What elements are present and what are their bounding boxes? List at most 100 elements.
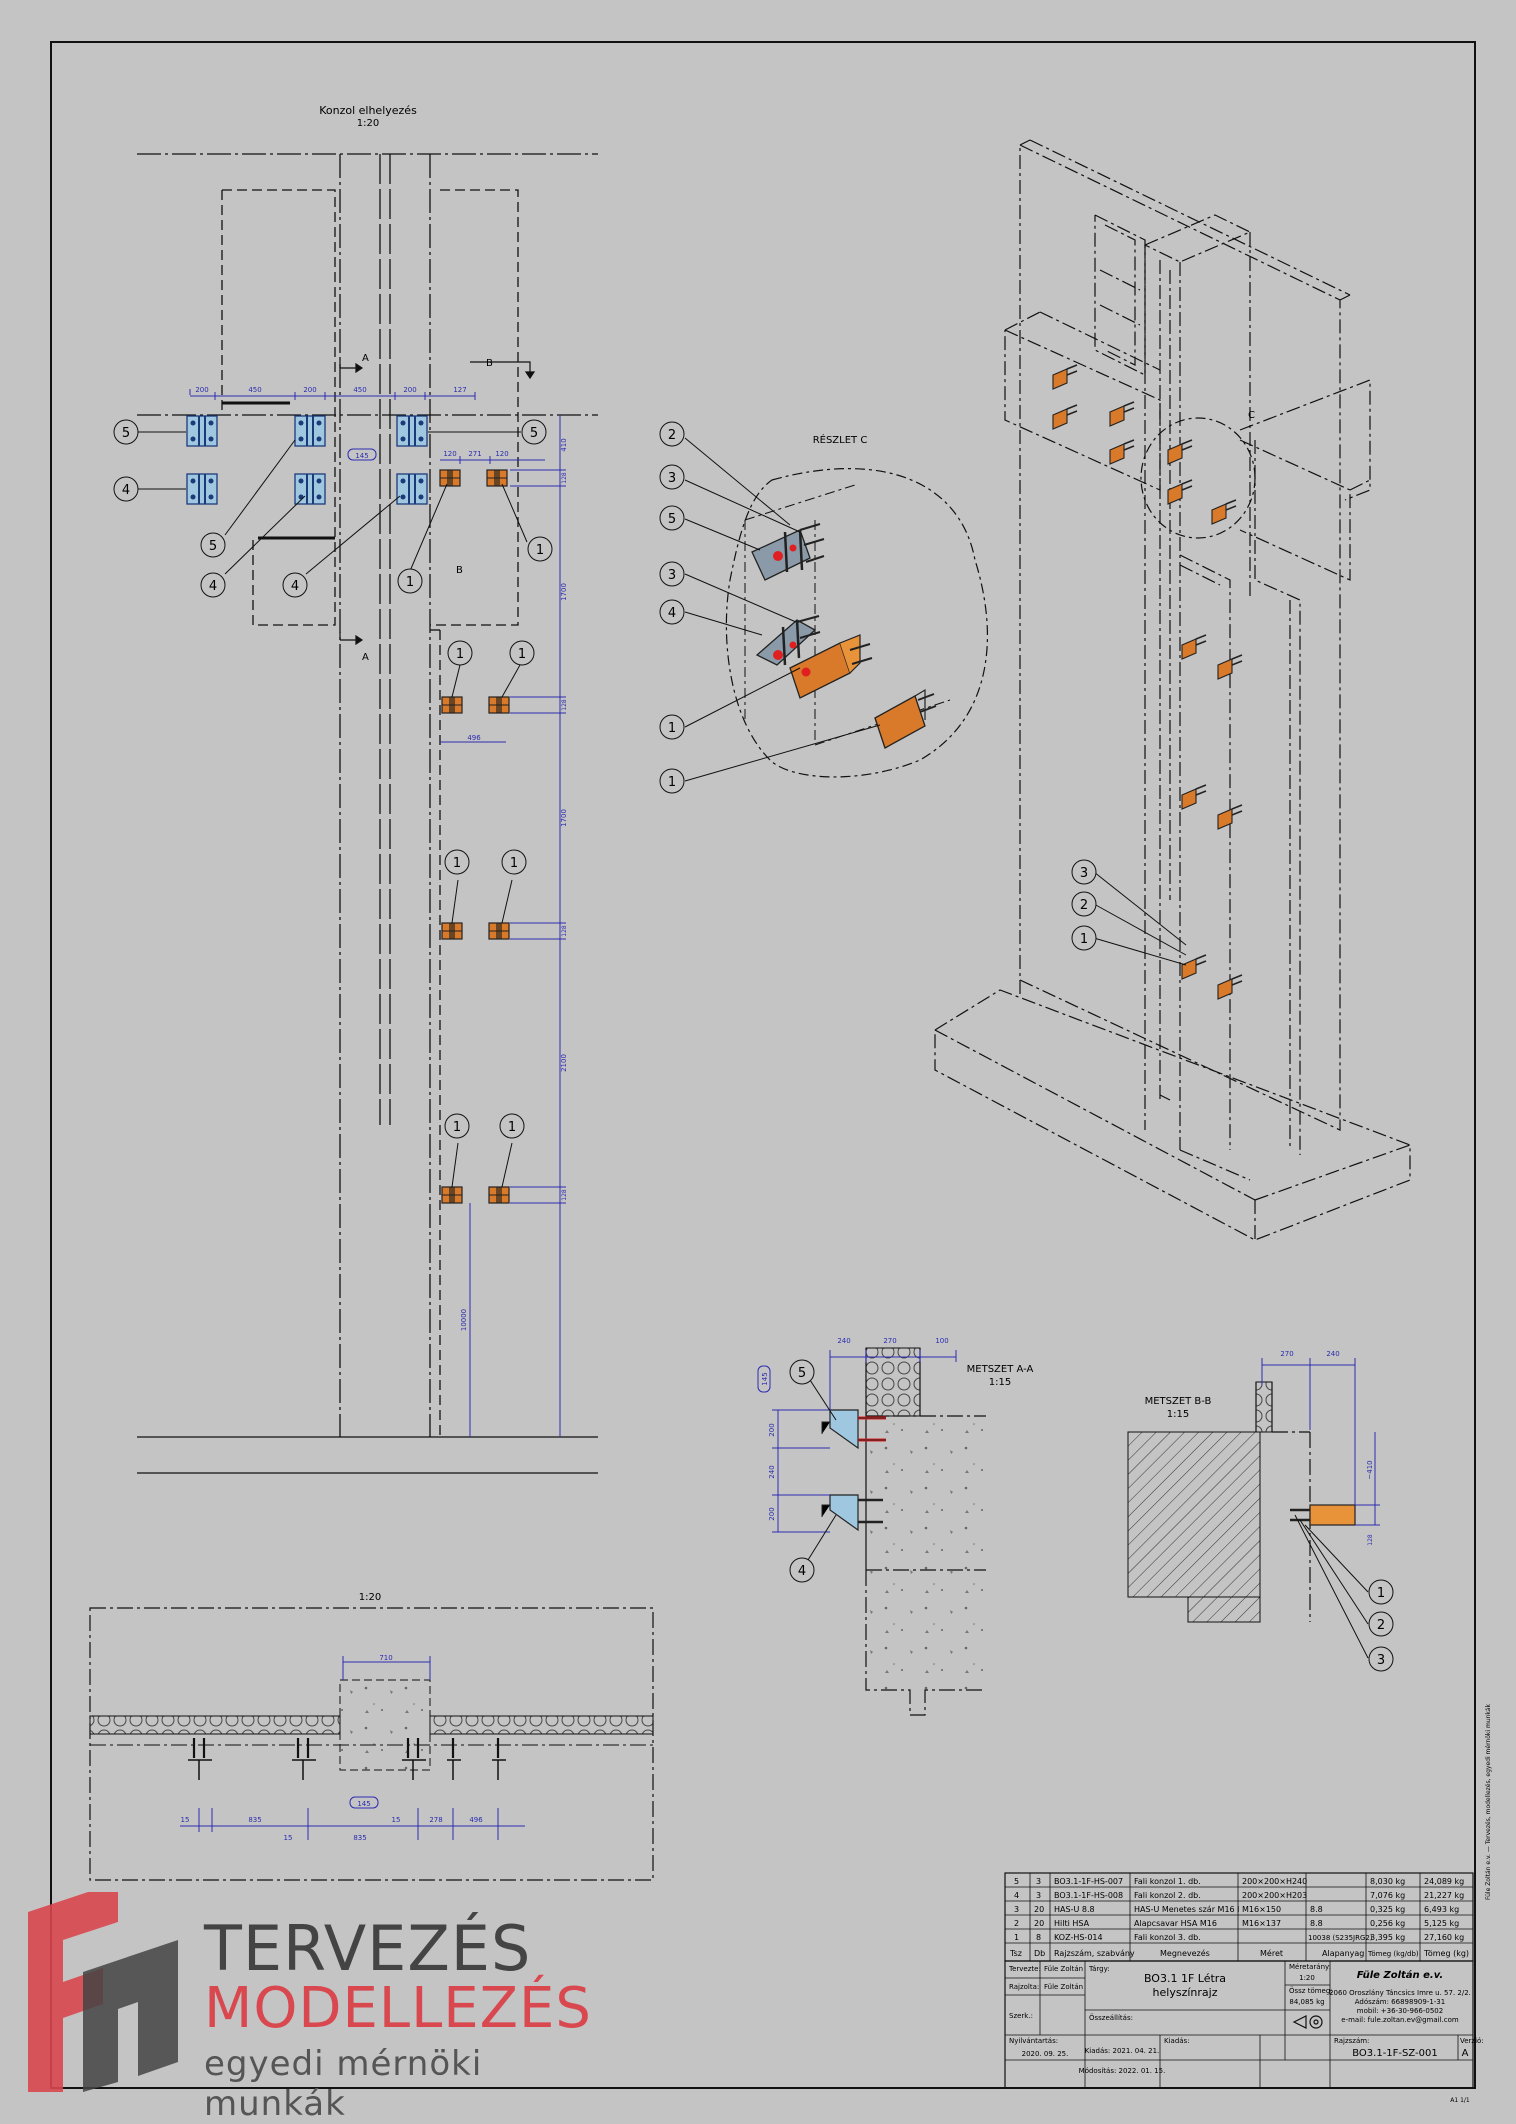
iso-balloon-1: 1	[1080, 932, 1088, 947]
logo-line-3: egyedi mérnöki munkák	[204, 2044, 483, 2124]
plan-title: Konzol elhelyezés	[319, 104, 417, 117]
bom-r2-c2: 3	[1036, 1891, 1041, 1900]
iso-balloon-3: 3	[1080, 866, 1088, 881]
plan-hdim-mid: 496	[467, 734, 481, 742]
bom-r1-c5: 200×200×H240	[1242, 1877, 1307, 1886]
plan-scale: 1:20	[357, 118, 379, 129]
plan-plate-4c	[396, 473, 428, 505]
section-mark-a-bottom: A	[362, 652, 369, 663]
tb-verzio-label: Verzió:	[1460, 2037, 1484, 2045]
plan-vdim-6: 128	[561, 925, 568, 937]
tb-targy-label: Tárgy:	[1088, 1965, 1110, 1973]
isometric-view: C 3 2 1	[934, 139, 1411, 1241]
aa-dim-top-3: 100	[935, 1337, 948, 1345]
bom-table: 5 3 BO3.1-1F-HS-007 Fali konzol 1. db. 2…	[1004, 1872, 1474, 1962]
logo-line-1: TERVEZÉS	[204, 1912, 532, 1985]
plan-balloon-5a: 5	[122, 426, 130, 441]
detail-balloon-2: 2	[668, 428, 676, 443]
bom-r3-c5: M16×150	[1242, 1905, 1281, 1914]
plan-dim-3: 200	[303, 386, 316, 394]
bom-r4-c5: M16×137	[1242, 1919, 1281, 1928]
elevation-scale: 1:20	[359, 1592, 381, 1603]
plan-balloon-1e: 1	[453, 856, 461, 871]
bom-r4-c3: Hilti HSA	[1054, 1919, 1090, 1928]
detail-title: RÉSZLET C	[813, 433, 868, 446]
elevation-view: 1:20	[89, 1592, 654, 1881]
bom-r5-c7: 3,395 kg	[1370, 1933, 1405, 1942]
bom-r5-c1: 1	[1014, 1933, 1019, 1942]
bom-r3-c1: 3	[1014, 1905, 1019, 1914]
plan-plate-5a	[186, 415, 218, 447]
bom-h8: Tömeg (kg)	[1423, 1949, 1469, 1958]
section-mark-a-top: A	[362, 353, 369, 364]
bb-dim-top-2: 240	[1326, 1350, 1339, 1358]
bom-h4: Megnevezés	[1160, 1948, 1210, 1958]
plan-dim-4: 450	[353, 386, 366, 394]
plan-plate-5c	[396, 415, 428, 447]
logo-line-2: MODELLEZÉS	[204, 1976, 592, 2041]
section-bb-scale: 1:15	[1167, 1409, 1189, 1420]
bom-r4-c1: 2	[1014, 1919, 1019, 1928]
fm-logo-mark	[28, 1892, 178, 2092]
tb-ossztomeg: 84,085 kg	[1289, 1998, 1324, 2006]
plan-vdim-9: 10000	[460, 1309, 468, 1331]
tb-szerk-label: Szerk.:	[1009, 2012, 1033, 2020]
bb-dim-right-1: ~410	[1366, 1460, 1374, 1479]
bb-dim-right-2: 128	[1367, 1534, 1374, 1546]
bom-r4-c8: 5,125 kg	[1424, 1919, 1459, 1928]
aa-balloon-4: 4	[798, 1564, 806, 1579]
plan-vdim-3: 1700	[560, 583, 568, 601]
plan-balloon-4c: 4	[291, 579, 299, 594]
section-aa-view: METSZET A-A 1:15	[757, 1337, 1034, 1716]
tb-kiadas-label: Kiadás:	[1164, 2037, 1190, 2045]
elev-dim-2: 835	[248, 1816, 261, 1824]
plan-balloon-1d: 1	[518, 647, 526, 662]
tb-tervezo-label: Tervezte:	[1008, 1965, 1041, 1973]
plan-vdim-5: 1700	[560, 809, 568, 827]
iso-detail-ref: C	[1248, 410, 1255, 421]
detail-balloon-1b: 1	[668, 775, 676, 790]
plan-vdim-1: 410	[560, 438, 568, 451]
iso-bracket-4	[1109, 439, 1135, 465]
plan-balloon-1a: 1	[406, 575, 414, 590]
plan-balloon-1b: 1	[536, 543, 544, 558]
tb-rajzolta: Füle Zoltán	[1044, 1983, 1083, 1991]
bom-r3-c3: HAS-U 8.8	[1054, 1905, 1095, 1914]
elev-dim-top: 710	[379, 1654, 392, 1662]
elev-dim-4: 835	[353, 1834, 366, 1842]
iso-bracket-1	[1052, 364, 1078, 390]
section-bb-title: METSZET B-B	[1145, 1396, 1212, 1407]
bom-r2-c8: 21,227 kg	[1424, 1891, 1464, 1900]
tb-company: Füle Zoltán e.v.	[1357, 1969, 1443, 1981]
plan-dim-small-3: 120	[495, 450, 508, 458]
plan-dim-1: 200	[195, 386, 208, 394]
bom-r4-c4: Alapcsavar HSA M16	[1134, 1919, 1217, 1928]
bom-r2-c1: 4	[1014, 1891, 1019, 1900]
bom-r4-c7: 0,256 kg	[1370, 1919, 1405, 1928]
tb-title-1: BO3.1 1F Létra	[1144, 1972, 1226, 1985]
tb-meretarany: 1:20	[1299, 1974, 1315, 1982]
plan-bracket-4a	[441, 1186, 463, 1204]
plan-bracket-1a	[439, 469, 461, 487]
plan-vdim-7: 2100	[560, 1054, 568, 1072]
section-aa-title: METSZET A-A	[967, 1364, 1034, 1375]
iso-bracket-2	[1052, 404, 1078, 430]
bom-h3: Rajzszám, szabvány	[1054, 1949, 1135, 1958]
tb-verzio: A	[1462, 2048, 1469, 2059]
bb-balloon-3: 3	[1377, 1653, 1385, 1668]
tb-tervezo: Füle Zoltán	[1044, 1965, 1083, 1973]
aa-dim-left-3: 200	[768, 1507, 776, 1520]
detail-balloon-3b: 3	[668, 568, 676, 583]
bom-r1-c2: 3	[1036, 1877, 1041, 1886]
plan-bracket-4b	[488, 1186, 510, 1204]
plan-plate-4a	[186, 473, 218, 505]
tb-rajzolta-label: Rajzolta:	[1009, 1983, 1039, 1991]
title-block: Tervezte: Füle Zoltán Rajzolta: Füle Zol…	[1004, 1960, 1484, 2104]
plan-bracket-3a	[441, 922, 463, 940]
bom-r5-c8: 27,160 kg	[1424, 1933, 1464, 1942]
aa-balloon-5: 5	[798, 1366, 806, 1381]
section-bb-view: METSZET B-B 1:15 270 240 ~410 128	[1127, 1350, 1394, 1672]
plan-plate-4b	[294, 473, 326, 505]
bom-r3-c8: 6,493 kg	[1424, 1905, 1459, 1914]
bom-r2-c5: 200×200×H203	[1242, 1891, 1307, 1900]
